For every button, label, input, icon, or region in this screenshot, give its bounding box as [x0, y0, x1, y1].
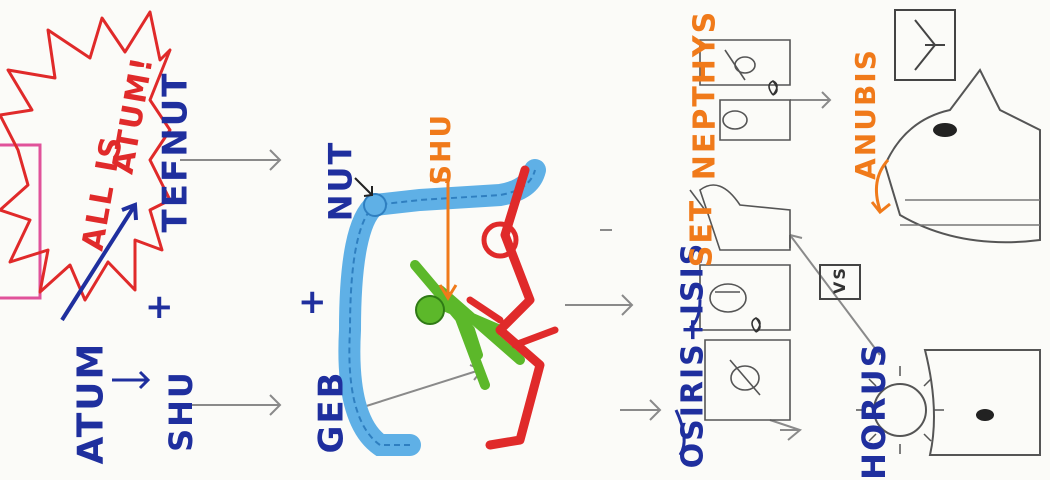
- anubis-label: ANUBIS: [852, 48, 880, 180]
- magenta-box: [0, 145, 40, 298]
- set-label: SET: [687, 199, 717, 268]
- fight-sign-label: VS: [832, 266, 848, 294]
- geb-label: GEB: [315, 370, 349, 453]
- starburst-shape: [0, 12, 170, 300]
- osiris-isis-label: OSIRIS+ISIS: [678, 242, 708, 469]
- nut-label: NUT: [324, 141, 356, 222]
- tefnut-label: TEFNUT: [158, 72, 192, 233]
- scales-icon: [895, 10, 955, 80]
- anubis-figure: [885, 70, 1040, 242]
- arrow-atum-shu: [112, 372, 148, 388]
- atum-label: ATUM: [73, 342, 109, 465]
- horus-label: HORUS: [858, 342, 890, 480]
- heart-icon: [769, 81, 777, 95]
- shu-label: SHU: [165, 370, 197, 452]
- family-tree-diagram: ALL IS ATUM! ATUM SHU + TEFNUT GEB + NUT…: [0, 0, 1050, 466]
- nepthys-label: NEPTHYS: [690, 10, 720, 181]
- shu-figure: [470, 170, 555, 445]
- shu-figure-label: SHU: [427, 113, 455, 185]
- plus-sign-1: +: [145, 290, 176, 324]
- plus-sign-2: +: [298, 285, 329, 319]
